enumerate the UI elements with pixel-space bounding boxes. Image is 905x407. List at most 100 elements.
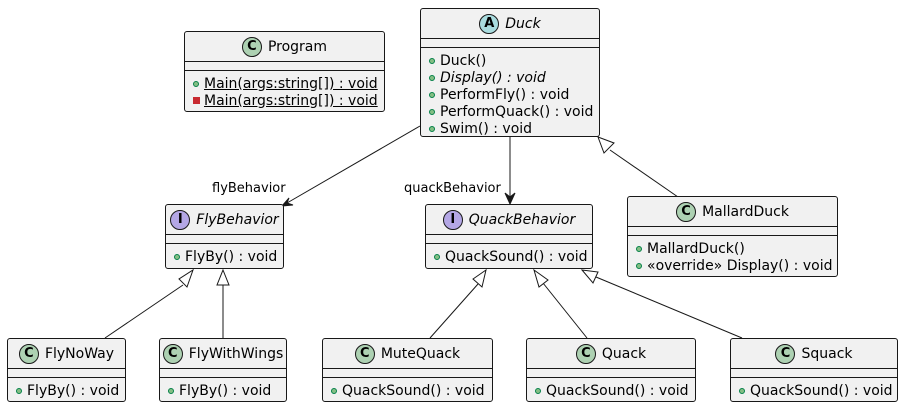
member-signature: Swim() : void (440, 120, 533, 137)
class-name: Program (267, 38, 328, 55)
class-member: MallardDuck() (636, 240, 831, 257)
methods-compartment: FlyBy() : void (166, 244, 283, 268)
member-signature: QuackSound() : void (750, 382, 893, 399)
class-icon: C (775, 343, 796, 364)
class-member: Main(args:string[]) : void (193, 92, 378, 109)
public-visibility-icon (429, 74, 435, 81)
methods-compartment: QuackSound() : void (426, 244, 592, 268)
private-visibility-icon (193, 97, 200, 104)
methods-compartment: QuackSound() : void (731, 378, 897, 402)
inherit-head-mutequack (472, 268, 487, 288)
fields-compartment (185, 62, 384, 71)
class-member: Swim() : void (429, 120, 593, 137)
class-member: «override» Display() : void (636, 257, 833, 274)
visibility-marker (535, 387, 546, 394)
class-name: FlyWithWings (188, 345, 284, 362)
member-signature: PerformFly() : void (440, 86, 570, 103)
class-name: QuackBehavior (468, 211, 576, 228)
class-name: MuteQuack (380, 345, 461, 362)
class-header: C Squack (731, 339, 897, 369)
edge-quack-quackbehavior (542, 282, 588, 339)
public-visibility-icon (636, 262, 642, 269)
label-fly-behavior: flyBehavior (212, 181, 286, 196)
interface-icon: I (442, 209, 463, 230)
fields-compartment (8, 369, 125, 378)
class-name: FlyNoWay (44, 345, 115, 362)
visibility-marker (429, 91, 440, 98)
visibility-marker (168, 387, 179, 394)
label-quack-behavior: quackBehavior (404, 181, 501, 196)
class-name: FlyBehavior (196, 211, 279, 228)
inherit-head-quack (533, 268, 549, 288)
member-signature: FlyBy() : void (27, 382, 120, 399)
public-visibility-icon (434, 253, 440, 260)
class-member: FlyBy() : void (174, 248, 277, 265)
public-visibility-icon (429, 91, 435, 98)
edge-squack-quackbehavior (595, 276, 743, 339)
class-member: QuackSound() : void (434, 248, 588, 265)
class-icon: C (162, 343, 183, 364)
public-visibility-icon (636, 245, 642, 252)
member-signature: Display() : void (440, 69, 546, 86)
public-visibility-icon (535, 387, 541, 394)
inherit-head-flynoway (178, 268, 194, 288)
visibility-marker (429, 125, 440, 132)
class-icon: C (18, 343, 39, 364)
public-visibility-icon (429, 125, 435, 132)
member-signature: FlyBy() : void (185, 248, 278, 265)
member-signature: FlyBy() : void (179, 382, 272, 399)
edge-duck-flybehavior (286, 125, 421, 204)
visibility-marker (174, 253, 185, 260)
visibility-marker (636, 262, 647, 269)
public-visibility-icon (174, 253, 180, 260)
class-member: PerformQuack() : void (429, 103, 593, 120)
class-header: C FlyWithWings (160, 339, 286, 369)
member-signature: MallardDuck() (647, 240, 745, 257)
fields-compartment (323, 369, 492, 378)
visibility-marker (193, 80, 204, 87)
class-member: PerformFly() : void (429, 86, 593, 103)
member-signature: PerformQuack() : void (440, 103, 594, 120)
class-member: QuackSound() : void (331, 382, 486, 399)
inherit-head-flywithwings (216, 268, 230, 286)
arrowhead-flybehavior (280, 197, 294, 207)
member-signature: «override» Display() : void (647, 257, 833, 274)
member-signature: Main(args:string[]) : void (204, 75, 378, 92)
methods-compartment: FlyBy() : void (8, 378, 125, 402)
class-name: Squack (801, 345, 853, 362)
arrowhead-quackbehavior (504, 192, 516, 206)
class-member: FlyBy() : void (16, 382, 119, 399)
methods-compartment: FlyBy() : void (160, 378, 286, 402)
member-signature: QuackSound() : void (342, 382, 485, 399)
visibility-marker (434, 253, 445, 260)
class-header: I QuackBehavior (426, 205, 592, 235)
class-name: MallardDuck (702, 203, 789, 220)
visibility-marker (429, 57, 440, 64)
class-header: C MuteQuack (323, 339, 492, 369)
class-header: C FlyNoWay (8, 339, 125, 369)
methods-compartment: MallardDuck()«override» Display() : void (628, 236, 837, 277)
public-visibility-icon (429, 57, 435, 64)
fields-compartment (421, 39, 599, 48)
inherit-head-duck (597, 136, 615, 154)
class-icon: C (354, 343, 375, 364)
interface-icon: I (170, 209, 191, 230)
visibility-marker (636, 245, 647, 252)
class-member: QuackSound() : void (535, 382, 689, 399)
member-signature: QuackSound() : void (546, 382, 689, 399)
methods-compartment: QuackSound() : void (323, 378, 492, 402)
